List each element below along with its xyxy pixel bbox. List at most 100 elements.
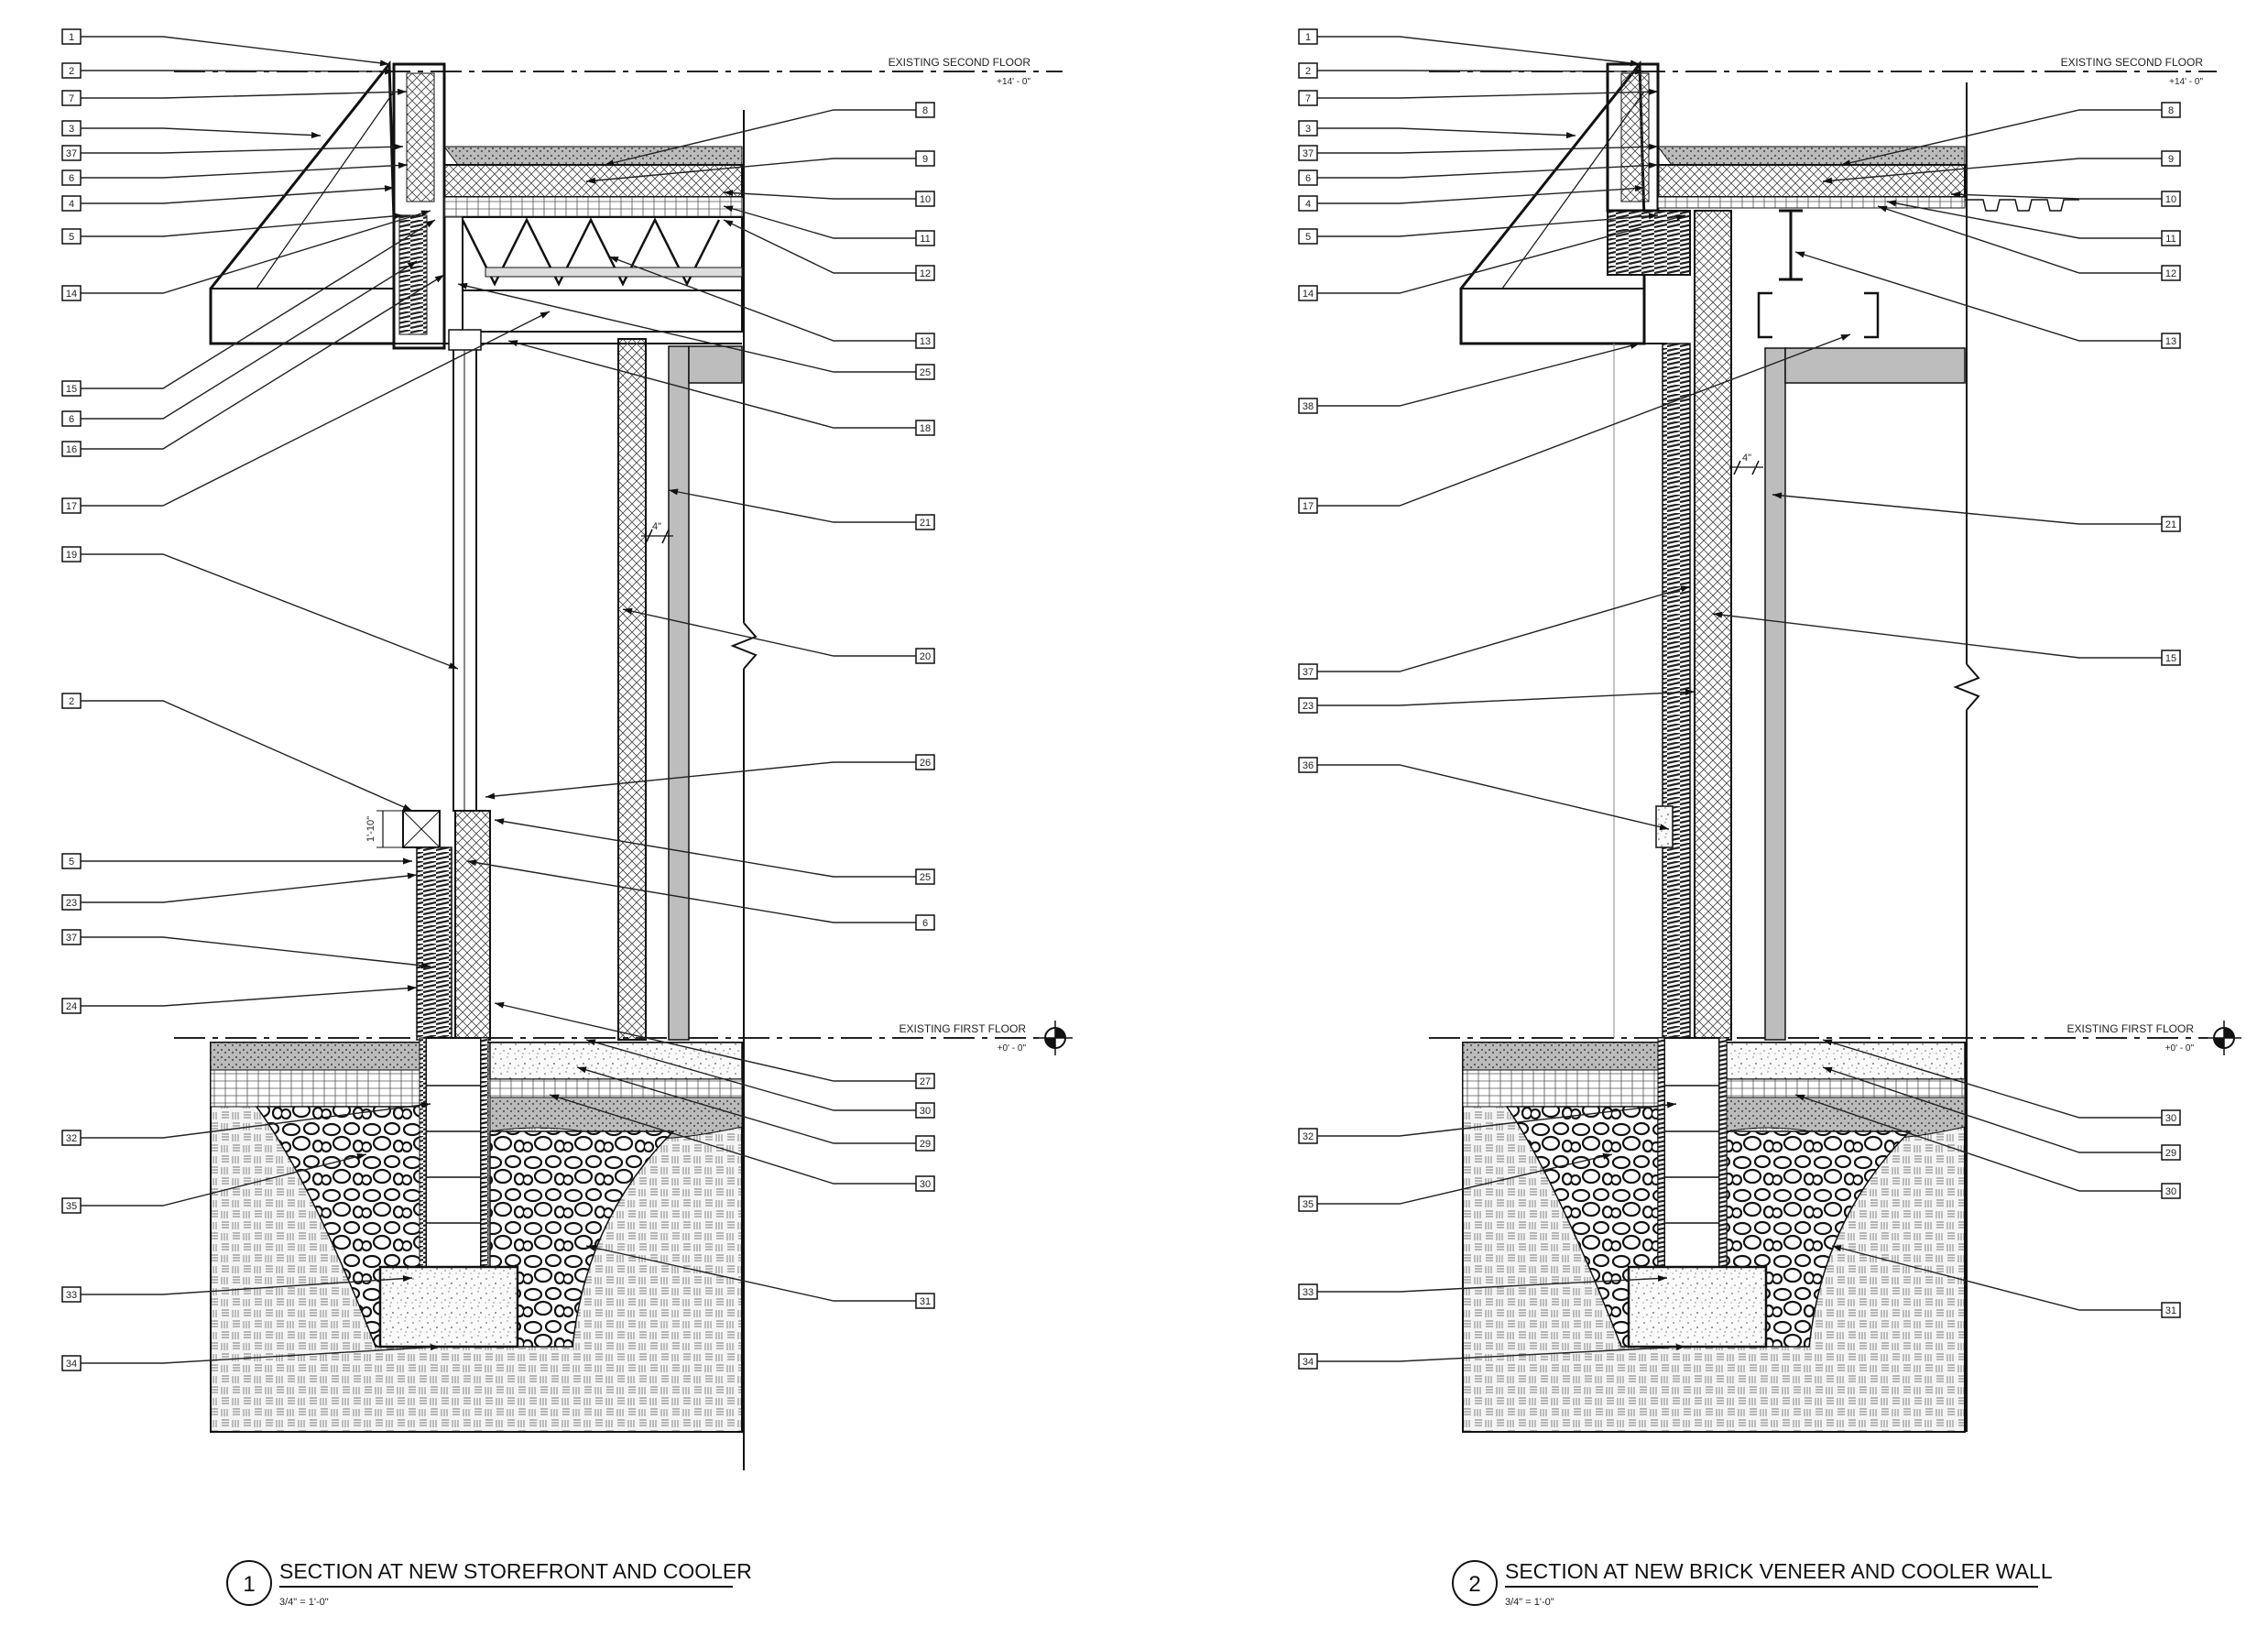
keynote-box bbox=[61, 380, 82, 397]
keynote-box bbox=[915, 191, 935, 207]
brick-veneer-wall bbox=[1613, 210, 1732, 1041]
keynote-box bbox=[915, 1293, 935, 1309]
keynote-box bbox=[2161, 1144, 2181, 1161]
arrowhead bbox=[1823, 1066, 1833, 1074]
leader-line bbox=[1317, 1346, 1686, 1362]
leader-line bbox=[494, 1002, 916, 1082]
keynote-box bbox=[1298, 169, 1318, 186]
keynote-number: 32 bbox=[1303, 1131, 1314, 1142]
section-title: SECTION AT NEW STOREFRONT AND COOLER bbox=[279, 1559, 752, 1583]
leader-line bbox=[81, 36, 390, 65]
leader-line bbox=[1822, 1039, 2162, 1119]
level-elevation: +14' - 0" bbox=[2169, 77, 2203, 87]
cooler-wall bbox=[617, 110, 758, 1470]
leader-line bbox=[723, 219, 916, 274]
keynote-number: 8 bbox=[922, 105, 928, 116]
keynote-box bbox=[915, 420, 935, 436]
section-number-bubble bbox=[1452, 1560, 1498, 1606]
keynote-tag: 31 bbox=[1831, 1245, 2181, 1318]
leader-line bbox=[723, 191, 916, 200]
leader-line bbox=[81, 553, 459, 670]
keynote-box bbox=[1298, 757, 1318, 773]
keynote-tag: 18 bbox=[507, 340, 935, 436]
arrowhead bbox=[407, 261, 417, 269]
keynote-number: 12 bbox=[2165, 268, 2176, 279]
leader-line bbox=[1877, 205, 2162, 274]
keynote-box bbox=[61, 410, 82, 427]
keynote-tag: 2 bbox=[61, 693, 413, 812]
dimension: 4" bbox=[641, 521, 673, 544]
keynote-tag: 16 bbox=[61, 274, 445, 457]
leader-line bbox=[1317, 36, 1641, 65]
keynote-number: 11 bbox=[2165, 234, 2175, 245]
leader-line bbox=[1794, 251, 2162, 342]
arrowhead bbox=[1951, 191, 1961, 198]
keynote-box bbox=[61, 228, 82, 245]
keynote-number: 18 bbox=[920, 423, 931, 434]
steel-beam bbox=[1779, 209, 1803, 281]
leader-line bbox=[1317, 164, 1659, 179]
keynote-tag: 33 bbox=[1298, 1275, 1668, 1300]
floor-assembly bbox=[443, 146, 743, 333]
arrowhead bbox=[586, 1244, 596, 1251]
keynote-box bbox=[915, 102, 935, 118]
keynote-tag: 4 bbox=[1298, 185, 1645, 212]
keynote-box bbox=[915, 1135, 935, 1152]
level-line-first-floor: EXISTING FIRST FLOOR +0' - 0" bbox=[1429, 1021, 2241, 1055]
arrowhead bbox=[1634, 68, 1644, 75]
dimension-text: 1'-10" bbox=[365, 816, 376, 842]
keynote-number: 27 bbox=[920, 1076, 931, 1087]
leader-line bbox=[1712, 613, 2162, 659]
arrowhead bbox=[508, 340, 518, 346]
level-label: EXISTING SECOND FLOOR bbox=[889, 56, 1031, 69]
arrowhead bbox=[1841, 159, 1851, 167]
keynote-number: 25 bbox=[920, 872, 931, 883]
arrowhead bbox=[398, 162, 408, 169]
arrowhead bbox=[586, 1039, 596, 1046]
keynote-box bbox=[1298, 1128, 1318, 1144]
keynote-tag: 17 bbox=[61, 311, 551, 514]
leader-line bbox=[585, 1039, 916, 1111]
keynote-box bbox=[915, 230, 935, 246]
arrowhead bbox=[1666, 1101, 1676, 1108]
keynote-tag: 5 bbox=[61, 213, 404, 245]
keynote-tag: 33 bbox=[61, 1275, 413, 1303]
keynote-tag: 2 bbox=[61, 62, 395, 79]
keynote-tag: 8 bbox=[1840, 102, 2181, 167]
storefront bbox=[402, 329, 482, 848]
keynote-number: 17 bbox=[66, 501, 77, 512]
keynote-box bbox=[915, 648, 935, 664]
keynote-box bbox=[1298, 497, 1318, 514]
keynote-tag: 10 bbox=[723, 190, 935, 207]
keynote-number: 37 bbox=[1303, 148, 1314, 159]
keynote-box bbox=[61, 28, 82, 45]
floor-assembly bbox=[1657, 146, 2079, 339]
leader-line bbox=[604, 109, 916, 166]
arrowhead bbox=[623, 607, 633, 615]
leader-line bbox=[81, 187, 395, 204]
keynote-number: 14 bbox=[66, 289, 77, 300]
keynote-box bbox=[915, 514, 935, 530]
keynote-number: 10 bbox=[920, 194, 931, 205]
keynote-box bbox=[61, 1286, 82, 1303]
keynote-box bbox=[1298, 663, 1318, 680]
keynote-box bbox=[1298, 398, 1318, 414]
arrowhead bbox=[577, 1066, 587, 1074]
arrowhead bbox=[1565, 132, 1576, 139]
keynote-number: 15 bbox=[66, 384, 77, 395]
arrowhead bbox=[467, 859, 477, 867]
level-line-second-floor: EXISTING SECOND FLOOR +14' - 0" bbox=[174, 56, 1063, 87]
keynote-number: 12 bbox=[920, 268, 931, 279]
keynote-number: 9 bbox=[922, 154, 928, 165]
keynote-number: 6 bbox=[1305, 173, 1311, 184]
leader-line bbox=[81, 311, 551, 507]
arrowhead bbox=[434, 275, 444, 283]
arrowhead bbox=[420, 1101, 431, 1108]
keynote-box bbox=[915, 265, 935, 281]
keynote-tag: 20 bbox=[622, 607, 935, 664]
leader-line bbox=[1772, 494, 2162, 525]
keynote-number: 2 bbox=[1305, 66, 1311, 77]
keynote-tag: 15 bbox=[1712, 611, 2181, 666]
